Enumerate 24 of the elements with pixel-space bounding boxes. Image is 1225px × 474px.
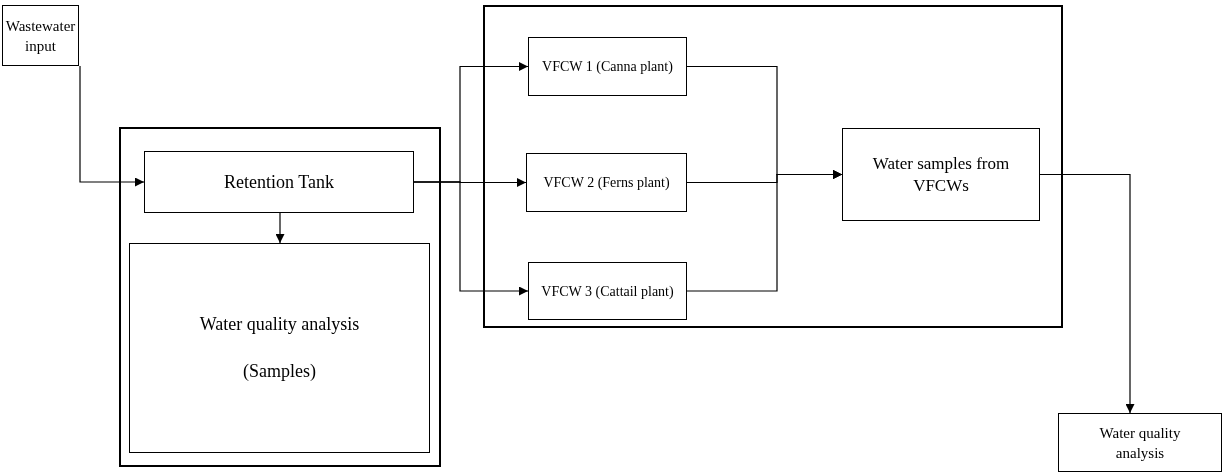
arrow — [1039, 173, 1135, 414]
box-label: Water samples from VFCWs — [871, 152, 1011, 197]
box-label: Wastewater input — [4, 16, 77, 56]
process-box — [528, 37, 687, 96]
box-label: VFCW 2 (Ferns plant) — [542, 174, 671, 192]
process-box — [526, 153, 687, 212]
box-label: (Samples) — [242, 360, 317, 383]
process-box — [1058, 413, 1222, 472]
process-box — [144, 151, 414, 213]
box-label: Water quality analysis — [1098, 423, 1182, 463]
group-frame — [483, 5, 1063, 328]
box-label: VFCW 3 (Cattail plant) — [540, 282, 675, 301]
arrow — [275, 212, 285, 244]
arrow — [79, 65, 145, 187]
process-box — [2, 5, 79, 66]
box-label: VFCW 1 (Canna plant) — [541, 58, 674, 76]
process-box — [842, 128, 1040, 221]
box-label: Water quality analysis — [198, 313, 361, 336]
box-label: Retention Tank — [223, 170, 335, 194]
process-box — [528, 262, 687, 320]
process-box — [129, 243, 430, 453]
group-frame — [119, 127, 441, 467]
arrow — [413, 181, 529, 296]
arrow — [686, 170, 843, 292]
